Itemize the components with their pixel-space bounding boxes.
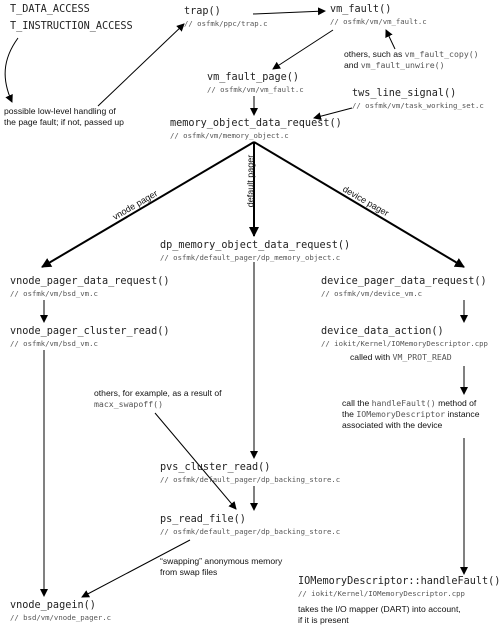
handlefault-note-tail2: instance [445, 409, 480, 419]
arrow-to-vnode-pager [41, 141, 255, 268]
node-vnode-pager-cluster-read: vnode_pager_cluster_read() // osfmk/vm/b… [10, 326, 169, 348]
node-tws-path: // osfmk/vm/task_working_set.c [352, 101, 484, 110]
node-memory-object-data-request: memory_object_data_request() // osfmk/vm… [170, 118, 342, 140]
others-swapoff-note: others, for example, as a result of macx… [94, 388, 222, 410]
node-dp-function: dp_memory_object_data_request() [160, 240, 351, 251]
node-vm-fault-page: vm_fault_page() // osfmk/vm/vm_fault.c [207, 72, 304, 94]
node-vnode-pagein-function: vnode_pagein() [10, 600, 96, 611]
arrow-tws-to-memory-object [313, 107, 353, 121]
swapping-note: “swapping” anonymous memory from swap fi… [160, 556, 282, 578]
node-iomd-handlefault: IOMemoryDescriptor::handleFault() // iok… [298, 576, 500, 598]
dart-note-line2: if it is present [298, 615, 349, 625]
swapping-note-line1: “swapping” anonymous memory [160, 556, 283, 566]
node-vm-fault: vm_fault() // osfmk/vm/vm_fault.c [330, 4, 427, 26]
dart-note-line1: takes the I/O mapper (DART) into account… [298, 604, 461, 614]
swapoff-note-code: macx_swapoff() [94, 399, 164, 409]
node-device-data-action: device_data_action() // iokit/Kernel/IOM… [321, 326, 488, 348]
node-device-data-action-function: device_data_action() [321, 326, 444, 337]
called-with-code: VM_PROT_READ [392, 352, 452, 362]
node-ps-read-file-function: ps_read_file() [160, 514, 246, 525]
arrow-trap-to-vm-fault [252, 7, 326, 16]
node-vm-fault-page-path: // osfmk/vm/vm_fault.c [207, 85, 304, 94]
node-trap: trap() // osfmk/ppc/trap.c [184, 6, 267, 28]
dart-note: takes the I/O mapper (DART) into account… [298, 604, 461, 626]
called-with-note: called with VM_PROT_READ [350, 352, 452, 363]
node-vnode-pagein-path: // bsd/vm/vnode_pager.c [10, 613, 112, 622]
node-vnode-request-path: // osfmk/vm/bsd_vm.c [10, 289, 98, 298]
low-level-handling-note: possible low-level handling of the page … [4, 106, 124, 128]
t-instruction-access-label: T_INSTRUCTION_ACCESS [10, 21, 133, 32]
swapping-note-line2: from swap files [160, 567, 218, 577]
node-device-request-path: // osfmk/vm/device_vm.c [321, 289, 423, 298]
node-dp-path: // osfmk/default_pager/dp_memory_object.… [160, 253, 341, 262]
low-level-note-line1: possible low-level handling of [4, 106, 116, 116]
arrow-ps-read-file-to-pagein [81, 539, 191, 598]
node-vnode-request-function: vnode_pager_data_request() [10, 276, 170, 287]
node-pvs-path: // osfmk/default_pager/dp_backing_store.… [160, 475, 341, 484]
handlefault-note-code1: handleFault() [371, 398, 436, 408]
node-vnode-pager-data-request: vnode_pager_data_request() // osfmk/vm/b… [10, 276, 169, 298]
node-iomd-path: // iokit/Kernel/IOMemoryDescriptor.cpp [298, 589, 465, 598]
others-note-and: and [344, 60, 361, 70]
arrow-low-level-to-trap [97, 23, 185, 107]
arrow-trap-codes-to-low-level [4, 37, 19, 103]
handlefault-note-tail1: method of [435, 398, 477, 408]
node-vm-fault-page-function: vm_fault_page() [207, 72, 300, 83]
edge-label-default-pager: default pager [245, 154, 256, 208]
node-tws-line-signal: tws_line_signal() // osfmk/vm/task_worki… [352, 88, 484, 110]
node-memory-object-function: memory_object_data_request() [170, 118, 342, 129]
swapoff-note-line1: others, for example, as a result of [94, 388, 222, 398]
node-device-request-function: device_pager_data_request() [321, 276, 487, 287]
handlefault-note-line3: associated with the device [342, 420, 443, 430]
low-level-note-line2: the page fault; if not, passed up [4, 117, 124, 127]
node-cluster-read-path: // osfmk/vm/bsd_vm.c [10, 339, 98, 348]
handlefault-call-note: call the handleFault() method of the IOM… [342, 398, 479, 431]
node-cluster-read-function: vnode_pager_cluster_read() [10, 326, 170, 337]
node-vnode-pagein: vnode_pagein() // bsd/vm/vnode_pager.c [10, 600, 111, 622]
others-vm-fault-note: others, such as vm_fault_copy() and vm_f… [344, 49, 479, 71]
node-vm-fault-function: vm_fault() [330, 4, 392, 15]
arrow-vm-fault-to-vm-fault-page [272, 29, 334, 70]
called-with-text: called with [350, 352, 393, 362]
node-vm-fault-path: // osfmk/vm/vm_fault.c [330, 17, 427, 26]
node-pvs-function: pvs_cluster_read() [160, 462, 271, 473]
node-device-data-action-path: // iokit/Kernel/IOMemoryDescriptor.cpp [321, 339, 488, 348]
t-data-access-label: T_DATA_ACCESS [10, 4, 90, 15]
arrow-others-to-vm-fault [385, 29, 396, 50]
node-ps-read-file: ps_read_file() // osfmk/default_pager/dp… [160, 514, 340, 536]
handlefault-note-text2: the [342, 409, 357, 419]
handlefault-note-text1: call the [342, 398, 372, 408]
arrow-to-device-pager [253, 141, 465, 268]
others-note-text: others, such as [344, 49, 405, 59]
node-pvs-cluster-read: pvs_cluster_read() // osfmk/default_page… [160, 462, 340, 484]
node-dp-memory-object-data-request: dp_memory_object_data_request() // osfmk… [160, 240, 350, 262]
others-note-code1: vm_fault_copy() [404, 49, 479, 59]
arrow-swapoff-to-ps-read-file [154, 412, 237, 510]
node-iomd-function: IOMemoryDescriptor::handleFault() [298, 576, 500, 587]
handlefault-note-code2: IOMemoryDescriptor [356, 409, 446, 419]
node-trap-path: // osfmk/ppc/trap.c [184, 19, 268, 28]
node-memory-object-path: // osfmk/vm/memory_object.c [170, 131, 289, 140]
node-tws-function: tws_line_signal() [352, 88, 457, 99]
node-trap-function: trap() [184, 6, 221, 17]
node-ps-read-file-path: // osfmk/default_pager/dp_backing_store.… [160, 527, 341, 536]
others-note-code2: vm_fault_unwire() [360, 60, 445, 70]
node-device-pager-data-request: device_pager_data_request() // osfmk/vm/… [321, 276, 487, 298]
